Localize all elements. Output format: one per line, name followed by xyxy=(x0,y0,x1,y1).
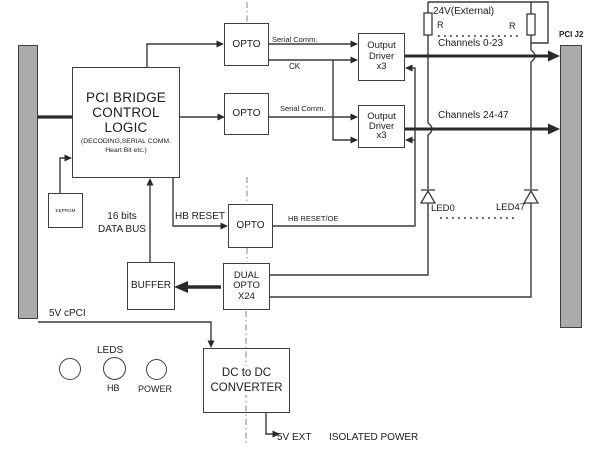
wire-eeprom xyxy=(59,157,65,193)
opto2-label: OPTO xyxy=(232,108,261,120)
arrowhead-5v-ext xyxy=(272,430,280,438)
wire-hb-reset xyxy=(172,178,221,227)
5v-ext-label: 5V EXT xyxy=(277,432,312,443)
output-driver2-line2: Driver xyxy=(368,120,395,132)
arrowhead xyxy=(350,136,358,144)
output-driver1-line1: Output xyxy=(367,40,396,52)
pci-bridge-control-logic-block: PCI BRIDGE CONTROL LOGIC (DECODING,SERIA… xyxy=(72,67,180,178)
opto3-label: OPTO xyxy=(236,220,265,232)
opto1-block: OPTO xyxy=(224,23,269,66)
pci-bridge-title-line2: CONTROL xyxy=(92,104,160,120)
isolated-power-label: ISOLATED POWER xyxy=(329,432,419,443)
dcdc-line2: CONVERTER xyxy=(208,380,285,396)
wire-ck-branch xyxy=(332,60,351,141)
r-right-label: R xyxy=(509,21,516,31)
data-bus-line1: 16 bits xyxy=(107,211,137,222)
hb-reset-label: HB RESET xyxy=(175,211,226,222)
wire-24v-rail xyxy=(428,1,549,44)
arrowhead-databus xyxy=(146,178,154,186)
pci-bridge-subtitle-line2: Heart Bit etc.) xyxy=(105,146,147,154)
output-driver1-block: Output Driver x3 xyxy=(358,33,405,81)
output-driver2-line1: Output xyxy=(367,110,396,122)
serial-comm-2-label: Serial Comm. xyxy=(280,104,326,113)
cpci-connector-bar xyxy=(18,45,38,319)
wire-pci-to-opto1 xyxy=(146,43,217,67)
led-diode-icon xyxy=(522,189,540,204)
pci-j2-connector-bar xyxy=(560,45,582,328)
dcdc-line1: DC to DC xyxy=(219,365,274,381)
r-left-label: R xyxy=(437,20,444,30)
arrowhead xyxy=(405,64,413,72)
arrowhead xyxy=(220,222,228,230)
power-led-circle xyxy=(146,359,167,380)
ck-label: CK xyxy=(289,62,301,71)
arrowhead-channels-24-47 xyxy=(548,123,560,135)
led0-label: LED0 xyxy=(431,203,455,214)
arrowhead xyxy=(216,40,224,48)
wire-5v-cpci xyxy=(38,321,212,341)
dual-opto-block: DUAL OPTO X24 xyxy=(223,263,270,310)
opto3-block: OPTO xyxy=(228,204,273,248)
output-driver2-line3: x3 xyxy=(376,130,387,142)
arrowhead-channels-0-23 xyxy=(548,50,560,62)
wire-5v-ext xyxy=(265,413,273,435)
buffer-block: BUFFER xyxy=(127,262,175,310)
wire-led47-readback xyxy=(270,203,532,298)
pci-bridge-title-line1: PCI BRIDGE xyxy=(85,89,166,105)
dc-dc-converter-block: DC to DC CONVERTER xyxy=(203,348,290,413)
resistor-icon xyxy=(526,13,536,36)
hb-led-circle xyxy=(103,357,126,380)
opto2-block: OPTO xyxy=(224,93,269,135)
dual-opto-line2: OPTO xyxy=(233,280,260,292)
eeprom-label: EEPROM xyxy=(55,207,76,213)
arrowhead-eeprom xyxy=(64,154,72,162)
leds-label: LEDS xyxy=(97,345,124,356)
arrowhead xyxy=(350,56,358,64)
arrowhead-buffer xyxy=(174,281,188,293)
status-led-circle xyxy=(59,358,81,380)
arrowhead xyxy=(217,113,225,121)
output-driver2-block: Output Driver x3 xyxy=(358,105,405,148)
buffer-label: BUFFER xyxy=(131,280,171,292)
serial-comm-1-label: Serial Comm. xyxy=(272,35,318,44)
led47-label: LED47 xyxy=(496,202,526,213)
hb-label: HB xyxy=(107,383,120,393)
power-label: POWER xyxy=(138,384,173,394)
arrowhead xyxy=(350,113,358,121)
output-driver1-line2: Driver xyxy=(368,50,395,62)
dual-opto-line3: X24 xyxy=(238,290,255,302)
arrowhead xyxy=(405,136,413,144)
channels-24-47-label: Channels 24-47 xyxy=(438,110,509,121)
dual-opto-line1: DUAL xyxy=(233,269,260,281)
arrowhead xyxy=(350,40,358,48)
arrowhead-dcdc-in xyxy=(207,340,215,348)
wire-led0-readback xyxy=(270,203,429,276)
24v-external-label: 24V(External) xyxy=(433,6,495,17)
data-bus-line2: DATA BUS xyxy=(98,224,146,235)
pci-bridge-subtitle-line1: (DECODING,SERIAL COMM. xyxy=(80,138,171,146)
data-bus-label: 16 bits DATA BUS xyxy=(86,210,158,236)
output-driver1-line3: x3 xyxy=(376,61,387,73)
channels-0-23-label: Channels 0-23 xyxy=(438,38,504,49)
opto1-label: OPTO xyxy=(232,38,261,50)
led-diode-icon xyxy=(419,189,437,204)
pci-bridge-title-line3: LOGIC xyxy=(104,120,148,136)
resistor-icon xyxy=(423,12,433,36)
5v-cpci-label: 5V cPCI xyxy=(49,308,86,319)
eeprom-block: EEPROM xyxy=(48,193,83,228)
hb-reset-oe-label: HB RESET/OE xyxy=(288,214,339,223)
pci-j2-label: PCI J2 xyxy=(559,30,584,39)
